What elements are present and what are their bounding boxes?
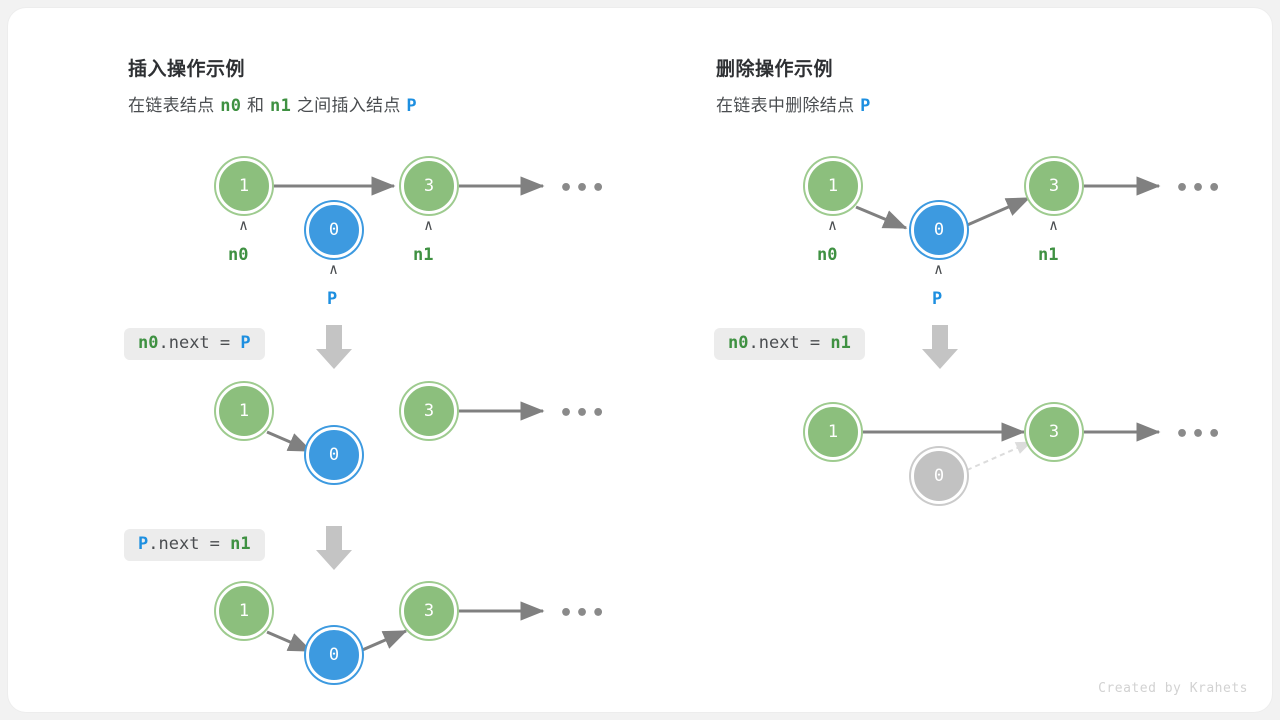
insertion-links [266, 176, 545, 653]
insertion-subtitle-part2: 和 [247, 96, 265, 116]
code-middle: .next = [158, 333, 241, 353]
credit-text: Created by Krahets [1098, 681, 1248, 696]
node-p-row1: 0 [306, 202, 362, 258]
node-n1-row3: 3 [401, 583, 457, 639]
insertion-subtitle-part3: 之间插入结点 [296, 96, 401, 116]
caret-n1-del: ∧ [1049, 216, 1059, 234]
code-middle: .next = [148, 534, 231, 554]
pointer-label-p-del: P [932, 289, 943, 309]
code-chip-step1: n0.next = P [124, 328, 265, 360]
deletion-subtitle-part1: 在链表中删除结点 [716, 96, 855, 116]
node-p-deleted: 0 [911, 448, 967, 504]
code-value: n1 [830, 333, 851, 353]
pointer-label-n1-del: n1 [1038, 245, 1059, 265]
code-target: n0 [728, 333, 749, 353]
node-n1-row2: 3 [401, 383, 457, 439]
ellipsis-row2: ••• [559, 401, 608, 426]
code-chip-del-step1: n0.next = n1 [714, 328, 865, 360]
stale-link-p-to-n1 [966, 441, 1032, 471]
node-value: 3 [1048, 176, 1060, 196]
caret-n0-row1: ∧ [239, 216, 249, 234]
down-arrow-icon-step1 [316, 325, 352, 369]
node-value: 1 [827, 422, 839, 442]
node-p-del-row1: 0 [911, 202, 967, 258]
insertion-subtitle-token-n0: n0 [220, 96, 242, 116]
diagram-card: 插入操作示例 在链表结点 n0 和 n1 之间插入结点 P 1 0 3 ••• … [8, 8, 1272, 712]
insertion-title: 插入操作示例 [128, 58, 246, 80]
node-n0-del-row2: 1 [805, 404, 861, 460]
caret-p-row1: ∧ [329, 260, 339, 278]
caret-p-del: ∧ [934, 260, 944, 278]
insertion-subtitle: 在链表结点 n0 和 n1 之间插入结点 P [128, 91, 417, 116]
ellipsis-row3: ••• [559, 601, 608, 626]
caret-n0-del: ∧ [828, 216, 838, 234]
pointer-label-n0-row1: n0 [228, 245, 249, 265]
node-n1-row1: 3 [401, 158, 457, 214]
caret-n1-row1: ∧ [424, 216, 434, 234]
deletion-links [855, 176, 1161, 471]
code-target: P [138, 534, 149, 554]
node-value: 0 [933, 466, 945, 486]
deletion-subtitle: 在链表中删除结点 P [716, 91, 871, 116]
node-value: 0 [328, 645, 340, 665]
deletion-title: 删除操作示例 [716, 58, 834, 80]
down-arrow-icon-del-step1 [922, 325, 958, 369]
ellipsis-del-row2: ••• [1175, 422, 1224, 447]
pointer-label-p-row1: P [327, 289, 338, 309]
insertion-subtitle-part1: 在链表结点 [128, 96, 215, 116]
link-p-to-n1 [359, 629, 408, 653]
node-n1-del-row1: 3 [1026, 158, 1082, 214]
node-p-row3: 0 [306, 627, 362, 683]
node-n0-del-row1: 1 [805, 158, 861, 214]
node-value: 1 [238, 601, 250, 621]
node-n0-row1: 1 [216, 158, 272, 214]
node-value: 0 [328, 220, 340, 240]
code-value: P [240, 333, 251, 353]
link-n0-to-p-2 [266, 630, 313, 653]
code-target: n0 [138, 333, 159, 353]
link-n0-to-p [855, 205, 908, 230]
node-value: 0 [328, 445, 340, 465]
node-value: 0 [933, 220, 945, 240]
node-n0-row3: 1 [216, 583, 272, 639]
code-chip-step2: P.next = n1 [124, 529, 265, 561]
down-arrow-icon-step2 [316, 526, 352, 570]
pointer-label-n0-del: n0 [817, 245, 838, 265]
insertion-subtitle-token-n1: n1 [270, 96, 292, 116]
code-middle: .next = [748, 333, 831, 353]
node-value: 1 [827, 176, 839, 196]
node-n1-del-row2: 3 [1026, 404, 1082, 460]
deletion-subtitle-token-p: P [860, 96, 871, 116]
insertion-panel: 插入操作示例 在链表结点 n0 和 n1 之间插入结点 P 1 0 3 ••• … [8, 8, 640, 712]
ellipsis-del-row1: ••• [1175, 176, 1224, 201]
node-value: 3 [1048, 422, 1060, 442]
code-value: n1 [230, 534, 251, 554]
node-value: 3 [423, 401, 435, 421]
deletion-panel: 删除操作示例 在链表中删除结点 P 1 0 3 ••• ∧ n0 ∧ P ∧ n… [640, 8, 1272, 712]
link-n0-to-p [266, 430, 313, 453]
insertion-subtitle-token-p: P [406, 96, 417, 116]
node-value: 3 [423, 601, 435, 621]
node-value: 3 [423, 176, 435, 196]
node-n0-row2: 1 [216, 383, 272, 439]
node-p-row2: 0 [306, 427, 362, 483]
ellipsis-row1: ••• [559, 176, 608, 201]
node-value: 1 [238, 401, 250, 421]
node-value: 1 [238, 176, 250, 196]
pointer-label-n1-row1: n1 [413, 245, 434, 265]
link-p-to-n1 [964, 196, 1031, 228]
